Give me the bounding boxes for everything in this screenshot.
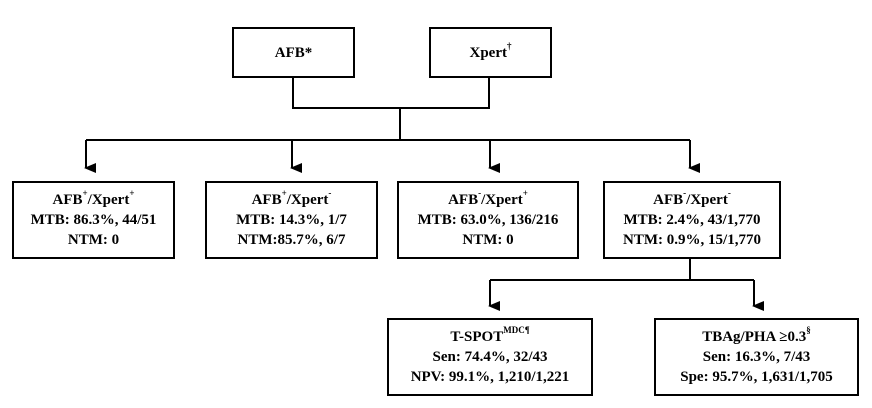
group-box-1: AFB+/Xpert+ MTB: 86.3%, 44/51 NTM: 0	[12, 181, 175, 259]
afb-box: AFB*	[232, 27, 355, 78]
group-ntm-2: NTM:85.7%, 6/7	[237, 232, 346, 248]
group-mtb-3: MTB: 63.0%, 136/216	[417, 212, 559, 228]
test-sen-tspot: Sen: 74.4%, 32/43	[432, 349, 548, 365]
group-title-3: AFB-/Xpert+	[448, 188, 528, 209]
group-ntm-4: NTM: 0.9%, 15/1,770	[623, 232, 761, 248]
group-ntm-3: NTM: 0	[462, 232, 514, 248]
xpert-box: Xpert†	[429, 27, 552, 78]
connector-afb	[292, 78, 400, 109]
group-mtb-4: MTB: 2.4%, 43/1,770	[623, 212, 761, 228]
test-npv-tspot: NPV: 99.1%, 1,210/1,221	[410, 369, 570, 385]
group-box-2: AFB+/Xpert- MTB: 14.3%, 1/7 NTM:85.7%, 6…	[205, 181, 378, 259]
test-spe-tbag: Spe: 95.7%, 1,631/1,705	[680, 369, 833, 385]
afb-label: AFB*	[274, 44, 313, 61]
group-mtb-2: MTB: 14.3%, 1/7	[236, 212, 347, 228]
test-box-tspot: T-SPOTMDC¶ Sen: 74.4%, 32/43 NPV: 99.1%,…	[387, 318, 593, 396]
group-box-4: AFB-/Xpert- MTB: 2.4%, 43/1,770 NTM: 0.9…	[603, 181, 781, 259]
group-title-1: AFB+/Xpert+	[52, 188, 135, 209]
group-title-4: AFB-/Xpert-	[653, 188, 731, 209]
test-title-tspot: T-SPOTMDC¶	[450, 325, 530, 346]
test-box-tbag: TBAg/PHA ≥0.3§ Sen: 16.3%, 7/43 Spe: 95.…	[654, 318, 859, 396]
group-ntm-1: NTM: 0	[67, 232, 120, 248]
xpert-label: Xpert†	[469, 40, 512, 61]
group-title-2: AFB+/Xpert-	[251, 188, 332, 209]
connector-xpert	[400, 78, 490, 109]
test-sen-tbag: Sen: 16.3%, 7/43	[702, 349, 811, 365]
group-mtb-1: MTB: 86.3%, 44/51	[30, 212, 157, 228]
test-title-tbag: TBAg/PHA ≥0.3§	[702, 325, 811, 346]
group-box-3: AFB-/Xpert+ MTB: 63.0%, 136/216 NTM: 0	[397, 181, 579, 259]
